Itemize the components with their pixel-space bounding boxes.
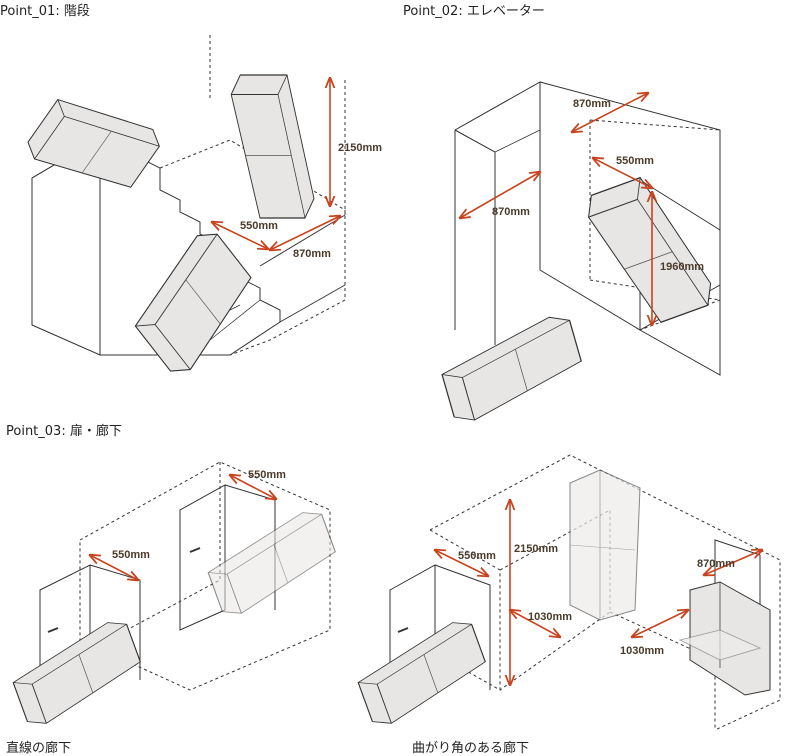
p2-height-dim: 1960mm [660, 261, 704, 273]
p3b-height-dim: 2150mm [514, 543, 558, 555]
p3b-width-dim-2: 1030mm [620, 645, 664, 657]
p3a-door-dim-1: 550mm [112, 549, 150, 561]
sofa-straight-front [4, 616, 150, 730]
p2-width-dim: 870mm [573, 98, 611, 110]
p2-door-dim: 550mm [616, 155, 654, 167]
sofa-straight-ghost [199, 506, 345, 620]
p3a-door-dim-2: 550mm [248, 469, 286, 481]
sofa-at-elevator [434, 311, 590, 426]
point-02-title: Point_02: エレベーター [403, 4, 545, 19]
elevator-diagram [454, 81, 721, 376]
sofa-in-elevator [581, 166, 718, 334]
sofa-corner-turn [678, 581, 771, 696]
sofa-corner-front [349, 616, 495, 730]
p3b-door-dim-2: 870mm [697, 558, 735, 570]
point-03-title: Point_03: 扉・廊下 [6, 424, 122, 439]
p3b-dimensions [435, 500, 762, 685]
p1-height-dim: 2150mm [338, 142, 382, 154]
p3a-dimensions [90, 475, 276, 580]
p2-depth-dim: 870mm [492, 206, 530, 218]
p3b-width-dim-1: 1030mm [528, 611, 572, 623]
p1-dimensions [212, 78, 340, 250]
p1-depth-dim: 870mm [293, 248, 331, 260]
point-01-title: Point_01: 階段 [0, 4, 90, 19]
upright-sofa-ghost [569, 469, 641, 621]
sofa-upright [230, 74, 315, 219]
sofa-on-stairs [114, 224, 274, 381]
p2-dimensions [460, 93, 652, 325]
p1-width-dim: 550mm [240, 220, 278, 232]
p3b-door-dim: 550mm [458, 550, 496, 562]
